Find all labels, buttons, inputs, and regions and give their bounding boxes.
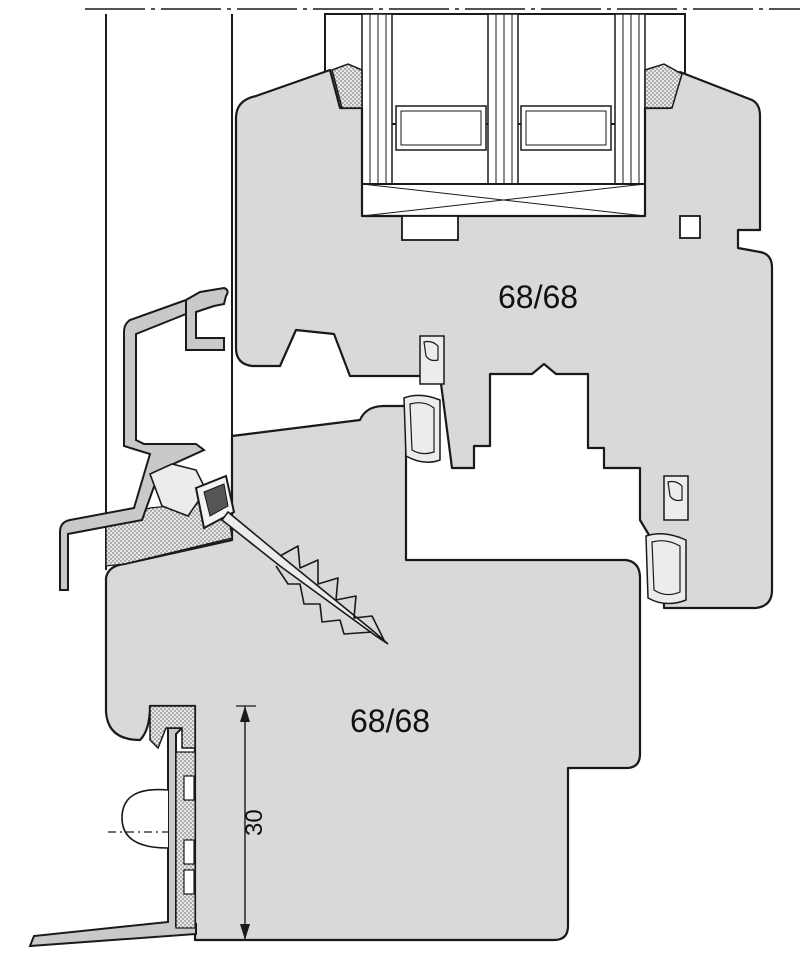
dimension-line bbox=[236, 705, 256, 941]
frame-profile bbox=[104, 404, 642, 942]
glazing-bead-left bbox=[331, 63, 363, 109]
sash-profile bbox=[234, 68, 774, 610]
upper-profile-label: 68/68 bbox=[498, 279, 578, 315]
setting-block-right bbox=[679, 215, 701, 239]
lower-profile-label: 68/68 bbox=[350, 703, 430, 739]
glazing-unit bbox=[324, 13, 686, 217]
glazing-bead-right bbox=[644, 63, 683, 109]
fixing-plug bbox=[121, 788, 169, 849]
dimension-label: 30 bbox=[241, 809, 268, 836]
setting-block-left bbox=[401, 215, 459, 241]
sill-seal bbox=[149, 705, 196, 750]
sill-bracket bbox=[28, 727, 197, 948]
lower-seal bbox=[645, 475, 689, 605]
weather-bar bbox=[59, 286, 229, 591]
upper-seal bbox=[403, 335, 445, 463]
screw bbox=[220, 510, 389, 645]
